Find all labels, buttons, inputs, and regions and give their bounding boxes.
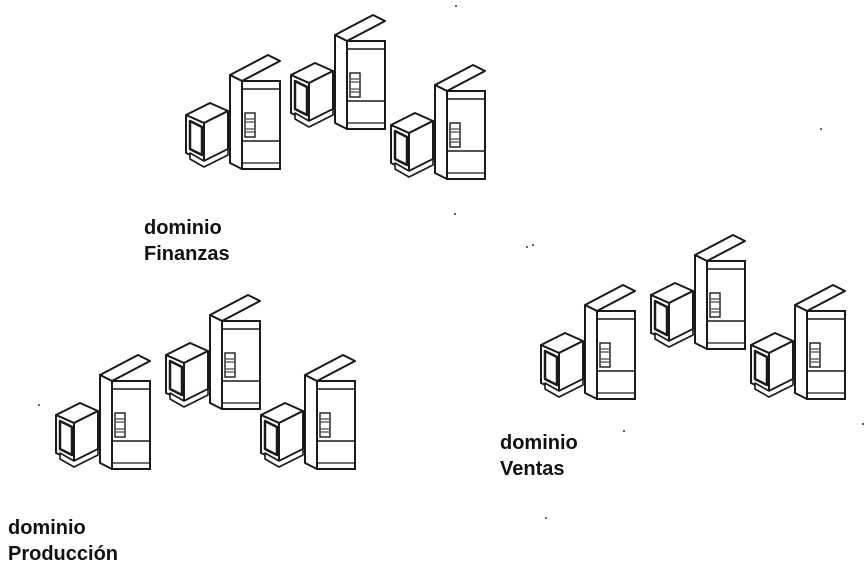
domain-label-line1: dominio [8,517,86,539]
domain-label-line2: Finanzas [144,243,230,265]
scan-speck [38,404,40,406]
domain-ventas-computers [539,233,847,401]
domain-label-line1: dominio [144,217,222,239]
domain-label-finanzas: dominio Finanzas [144,215,230,267]
domain-finanzas-computers [184,13,487,181]
scan-speck [862,423,864,425]
scan-speck [623,430,625,432]
server-computer-icon [259,353,357,471]
domain-produccion-computers [54,293,357,471]
server-computer-icon [54,353,152,471]
server-computer-icon [389,63,487,181]
scan-speck [454,213,456,215]
server-computer-icon [649,233,747,351]
scan-speck [532,244,534,246]
server-computer-icon [164,293,262,411]
domain-label-line2: Producción [8,543,119,565]
server-computer-icon [289,13,387,131]
server-computer-icon [184,53,282,171]
server-computer-icon [749,283,847,401]
domain-label-produccion: dominio Producción [8,515,118,567]
domain-label-line2: Ventas [500,458,565,480]
domain-label-line1: dominio [500,432,578,454]
scan-speck [526,246,528,248]
scan-speck [820,128,822,130]
server-computer-icon [539,283,637,401]
domain-label-ventas: dominio Ventas [500,430,578,482]
scan-speck [545,517,547,519]
scan-speck [455,5,457,7]
